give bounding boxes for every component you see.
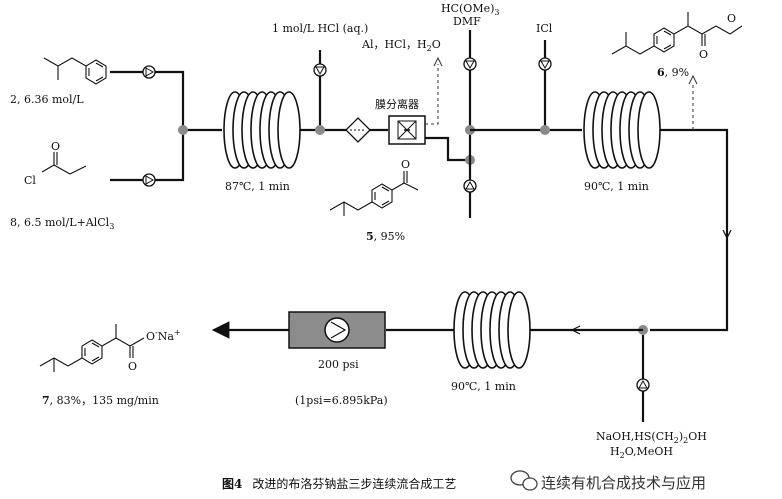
- mixer-node-icon: [315, 125, 325, 135]
- compound-6-carbonyl-o: O: [699, 48, 708, 61]
- merge-line: [155, 70, 185, 182]
- arrow-down-icon: [722, 229, 732, 240]
- pump-icon: [463, 57, 477, 71]
- orthoformate-label-1: HC(OMe)3: [441, 2, 499, 17]
- pressure-label: 200 psi: [318, 358, 359, 371]
- pump-icon: [636, 378, 650, 392]
- reactor-2-condition: 90℃, 1 min: [584, 180, 649, 193]
- hcl-feed-label: 1 mol/L HCl (aq.): [272, 22, 368, 35]
- compound-6-ether-o: O: [727, 12, 736, 25]
- compound-6-label: 6, 9%: [657, 66, 689, 79]
- reactor-coil-1-icon: [223, 91, 301, 169]
- separator-label: 膜分离器: [375, 97, 419, 111]
- byproduct-label: Al，HCl，H2O: [361, 38, 441, 53]
- naoh-label-2: H2O,MeOH: [610, 445, 673, 460]
- line-reactor2-out: [650, 128, 729, 332]
- compound-5-structure: [329, 171, 419, 216]
- separator-organic-line: [425, 136, 470, 162]
- mixer-node-icon: [178, 125, 188, 135]
- mixer-node-icon: [540, 125, 550, 135]
- icl-feed-label: ICl: [536, 22, 553, 35]
- compound-5-label: 5, 95%: [366, 230, 405, 243]
- arrow-up-icon: [433, 56, 443, 67]
- pressure-conversion-label: (1psi=6.895kPa): [295, 394, 388, 407]
- pump-icon: [538, 57, 552, 71]
- compound-7-carbonyl-o: O: [128, 360, 137, 373]
- compound-2-label: 2, 6.36 mol/L: [10, 93, 84, 106]
- compound-6-structure: [611, 12, 743, 55]
- watermark-text: 连续有机合成技术与应用: [541, 474, 706, 492]
- compound-7-structure: [39, 324, 145, 372]
- reactor-coil-3-icon: [453, 291, 531, 369]
- reactor-1-condition: 87℃, 1 min: [225, 180, 290, 193]
- compound-8-carbonyl-o: O: [51, 140, 60, 153]
- naoh-label-1: NaOH,HS(CH2)2OH: [596, 430, 707, 445]
- pump-icon: [142, 65, 156, 79]
- back-pressure-regulator-icon: [288, 311, 386, 349]
- arrow-left-icon: [570, 325, 581, 335]
- waste-stream-line: [425, 64, 439, 125]
- compound-7-carboxylate: O-Na+: [146, 328, 181, 343]
- arrow-up-icon: [688, 74, 698, 85]
- compound-5-oxygen: O: [401, 158, 410, 171]
- pump-icon: [313, 63, 327, 77]
- compound-7-label: 7, 83%，135 mg/min: [42, 394, 159, 407]
- orthoformate-label-2: DMF: [453, 15, 481, 28]
- compound-8-chloro: Cl: [24, 174, 36, 187]
- pump-icon: [142, 173, 156, 187]
- compound-8-structure: [41, 152, 87, 175]
- membrane-separator-icon: [388, 115, 426, 145]
- wechat-logo-icon: [510, 470, 538, 491]
- reactor-coil-2-icon: [583, 91, 661, 169]
- compound-2-structure: [43, 57, 107, 85]
- filter-icon: [345, 117, 371, 143]
- reactor-3-condition: 90℃, 1 min: [451, 380, 516, 393]
- compound-8-label: 8, 6.5 mol/L+AlCl3: [10, 216, 114, 231]
- pump-icon: [463, 179, 477, 193]
